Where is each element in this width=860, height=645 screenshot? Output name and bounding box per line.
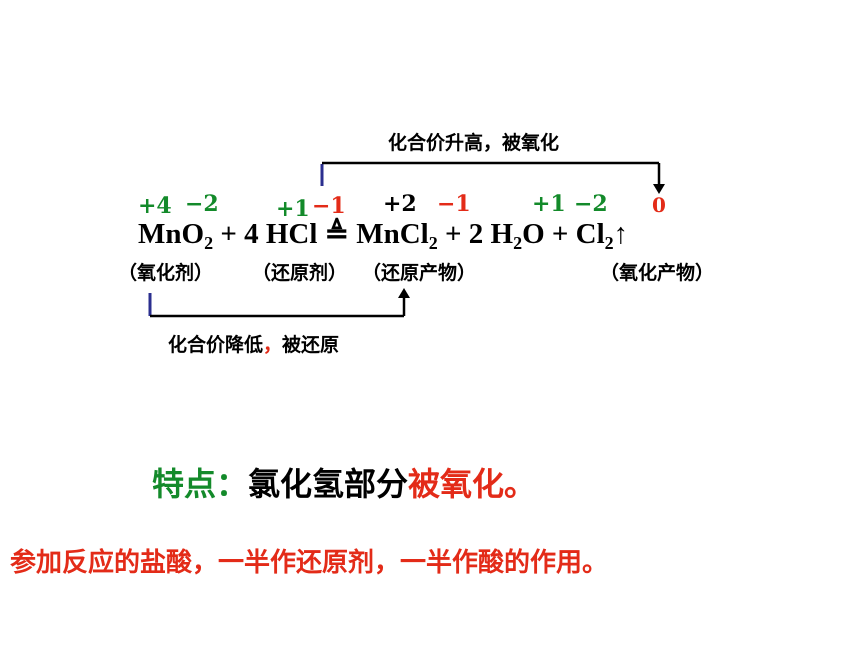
formula-mno2: MnO2: [138, 218, 214, 253]
feature-line: 特点：氯化氢部分被氧化。: [152, 459, 536, 505]
ox-state-h-water: +1: [532, 191, 566, 217]
ox-state-o-reactant: −2: [185, 191, 219, 217]
heating-sign: ≜: [317, 218, 357, 250]
ox-state-cl2: 0: [652, 193, 666, 217]
bottom-arrow-head: [398, 288, 410, 298]
feature-label: 特点：: [152, 465, 249, 503]
formula-mncl2: MnCl2: [356, 218, 438, 253]
ox-state-h-hcl: +1: [276, 196, 310, 222]
feature-text: 氯化氢部分: [248, 465, 409, 503]
note-text: 参加反应的盐酸，一半作还原剂，一半作酸的作用。: [10, 548, 609, 578]
ox-state-cl-hcl: −1: [312, 193, 346, 219]
plus-sign: + 4: [213, 218, 266, 250]
top-arrow-head: [653, 184, 665, 194]
plus-sign: +: [544, 218, 576, 250]
bottom-label: 化合价降低，被还原: [168, 334, 340, 356]
formula-hcl: HCl: [265, 218, 318, 250]
role-oxidant: （氧化剂）: [118, 262, 214, 284]
formula-cl2: Cl2: [575, 218, 614, 253]
role-oxidation-product: （氧化产物）: [600, 262, 715, 284]
plus-sign: + 2: [437, 218, 491, 250]
ox-state-cl-product: −1: [437, 191, 471, 217]
formula-h2o: H2O: [490, 218, 545, 253]
gas-arrow: ↑: [613, 218, 629, 250]
ox-state-o-water: −2: [574, 191, 608, 217]
role-reduction-product: （还原产物）: [362, 262, 477, 284]
top-label: 化合价升高，被氧化: [388, 132, 560, 154]
chemical-equation: MnO2 + 4 HCl ≜ MnCl2 + 2 H2O + Cl2↑: [138, 216, 628, 254]
feature-highlight: 被氧化。: [408, 465, 537, 503]
role-reductant: （还原剂）: [252, 262, 348, 284]
ox-state-mn-product: +2: [383, 191, 417, 217]
ox-state-mn-reactant: +4: [138, 193, 172, 219]
